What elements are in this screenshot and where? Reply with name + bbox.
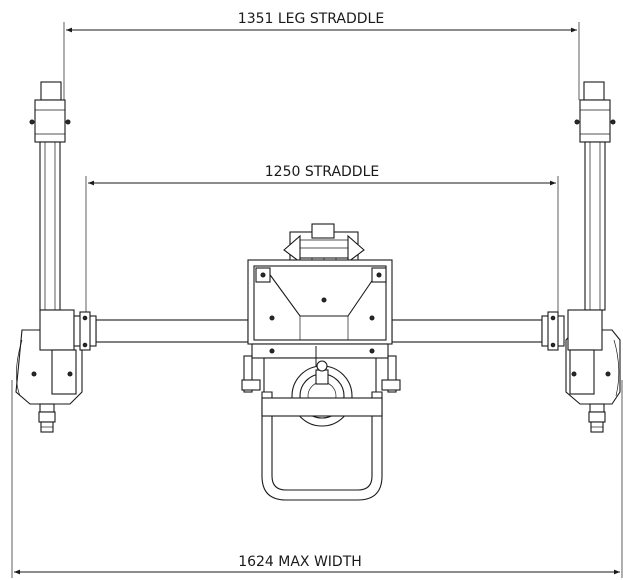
left-leg <box>15 81 83 433</box>
max-width-dimension: 1624 MAX WIDTH <box>11 380 623 578</box>
center-head-assembly <box>241 223 401 501</box>
max-width-label: 1624 MAX WIDTH <box>238 554 362 570</box>
right-leg <box>565 81 621 433</box>
crossbar <box>73 311 565 351</box>
leg-straddle-label: 1351 LEG STRADDLE <box>238 11 384 27</box>
straddle-dimension: 1250 STRADDLE <box>85 164 559 316</box>
leg-straddle-dimension: 1351 LEG STRADDLE <box>63 11 580 100</box>
straddle-label: 1250 STRADDLE <box>265 164 379 180</box>
